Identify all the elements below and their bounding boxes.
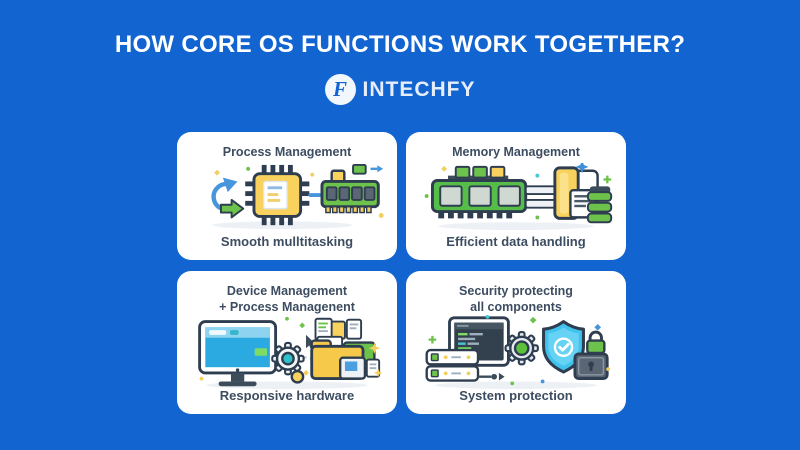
process-illustration	[211, 164, 384, 230]
card-caption: System protection	[459, 388, 573, 403]
server-icon	[425, 348, 505, 382]
card-security: Security protecting all components	[406, 271, 626, 414]
ram-icon	[320, 164, 384, 214]
card-title: Memory Management	[452, 145, 580, 159]
device-illustration	[198, 316, 383, 389]
card-process-management: Process Management	[177, 132, 397, 260]
card-caption: Smooth mulltitasking	[220, 234, 354, 249]
shield-check-icon	[542, 319, 585, 374]
card-title: Device Management + Process Managenent	[219, 284, 355, 315]
sparkles	[424, 163, 612, 220]
card-caption: Responsive hardware	[219, 388, 355, 403]
card-memory-management: Memory Management	[406, 132, 626, 260]
card-caption: Efficient data handling	[446, 234, 586, 249]
gear-icon	[271, 341, 305, 376]
brand-logo: F INTECHFY	[0, 74, 800, 105]
card-title: Security protecting all components	[459, 284, 573, 315]
memory-illustration	[424, 163, 613, 231]
database-icon	[586, 186, 613, 224]
ram-module-icon	[431, 166, 528, 219]
card-title: Process Management	[222, 145, 352, 159]
lock-icon	[573, 330, 609, 380]
brand-name: INTECHFY	[362, 77, 476, 101]
documents-icon	[314, 317, 363, 341]
card-device-management: Device Management + Process Managenent	[177, 271, 397, 414]
cpu-icon	[245, 165, 310, 226]
security-illustration	[425, 314, 611, 389]
monitor-icon	[198, 319, 278, 386]
refresh-arrows-icon	[211, 177, 245, 219]
brand-monogram-icon: F	[324, 74, 356, 105]
gear-icon	[504, 330, 539, 366]
sparkles	[214, 167, 384, 219]
page-title: HOW CORE OS FUNCTIONS WORK TOGETHER?	[114, 31, 686, 58]
yellow-dot-icon	[290, 369, 305, 384]
storage-icons	[553, 166, 613, 224]
folder-icon	[310, 335, 381, 380]
data-bus	[524, 185, 558, 209]
card-grid: Process Management	[177, 132, 626, 414]
